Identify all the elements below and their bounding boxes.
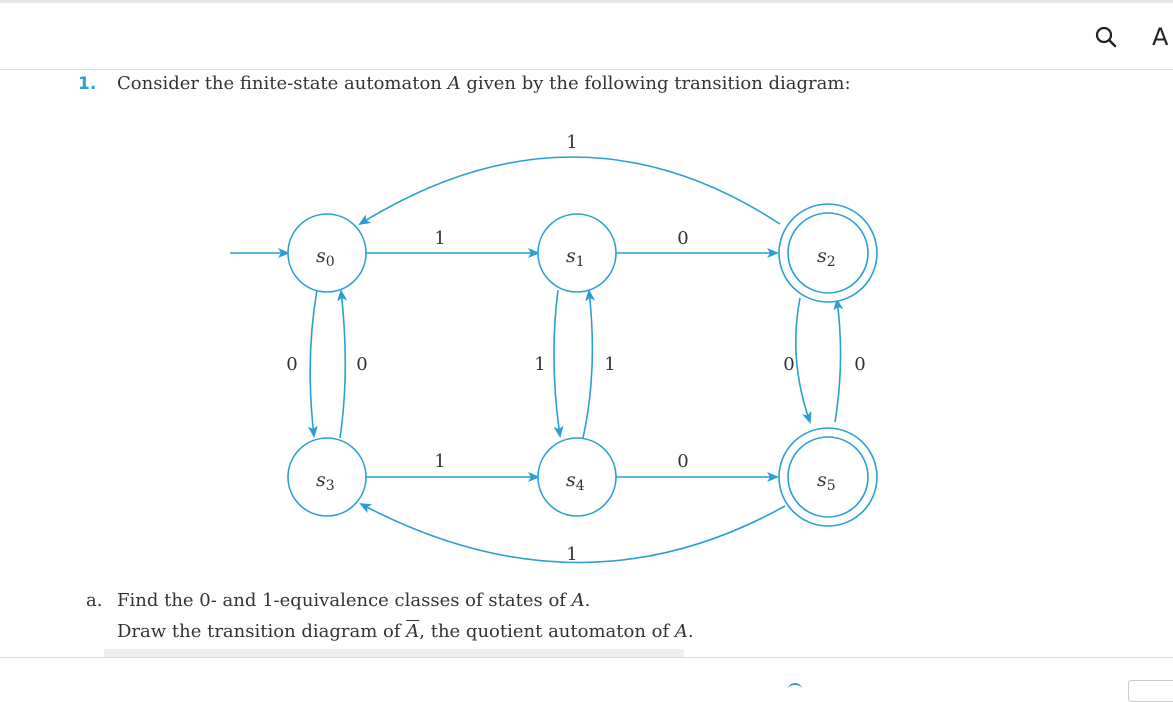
label-bottom-arc: 1 (566, 544, 577, 565)
top-bar: A (0, 0, 1173, 70)
partial-icon (788, 683, 802, 695)
edge-s0-s3 (307, 289, 318, 438)
part-b-text-part: Draw the transition diagram of (117, 621, 407, 642)
question-text-part: given by the following transition diagra… (460, 73, 851, 94)
state-label-s1: s1 (566, 245, 585, 270)
label-s2-s5-left: 0 (783, 354, 794, 375)
state-label-s4: s4 (566, 469, 585, 494)
label-s0-s3-right: 0 (356, 354, 367, 375)
question-text: Consider the finite-state automaton A gi… (117, 73, 851, 94)
automaton-name: A (571, 590, 585, 611)
label-s1-s2: 0 (677, 228, 688, 249)
transition-diagram: s0 s1 s2 s3 s4 s5 1 1 0 1 0 1 0 0 1 1 0 … (230, 132, 878, 565)
part-b-text-part: . (687, 621, 694, 642)
state-label-s0: s0 (316, 245, 335, 270)
edge-s5-s2 (833, 298, 844, 423)
edge-s2-s5 (794, 297, 812, 424)
state-s3 (287, 437, 367, 517)
divider (0, 657, 1173, 658)
part-a-text-part: . (584, 590, 591, 611)
state-label-s3: s3 (316, 469, 335, 494)
state-s1 (537, 213, 617, 293)
part-b-text: Draw the transition diagram of A, the qu… (117, 621, 694, 642)
question-number: 1. (78, 74, 97, 94)
label-s0-s1: 1 (434, 228, 445, 249)
state-s2-inner (787, 212, 869, 294)
label-s0-s3-left: 0 (286, 354, 297, 375)
quotient-automaton-name: A (406, 621, 420, 642)
edge-s4-s1 (582, 289, 596, 439)
partial-widget[interactable] (1128, 680, 1173, 702)
automaton-name: A (447, 73, 461, 94)
edge-s3-s0 (337, 289, 348, 439)
label-s3-s4: 1 (434, 451, 445, 472)
edge-s2-s0-arc (358, 156, 781, 226)
part-b-text-part: , the quotient automaton of (419, 621, 675, 642)
label-top-arc: 1 (566, 132, 577, 153)
automaton-name: A (674, 621, 688, 642)
state-s5-inner (787, 436, 869, 518)
state-s4 (537, 437, 617, 517)
part-a-label: a. (86, 590, 103, 611)
label-s1-s4-right: 1 (604, 354, 615, 375)
label-s1-s4-left: 1 (534, 354, 545, 375)
state-label-s5: s5 (817, 469, 836, 494)
part-a-text: Find the 0- and 1-equivalence classes of… (117, 590, 590, 611)
question-text-part: Consider the finite-state automaton (117, 73, 448, 94)
account-initial[interactable]: A (1152, 23, 1169, 51)
label-s4-s5: 0 (677, 451, 688, 472)
search-icon[interactable] (1094, 25, 1118, 49)
state-label-s2: s2 (817, 245, 836, 270)
edge-s5-s3-arc (359, 503, 786, 564)
edge-s1-s4 (553, 289, 564, 438)
scroll-region (104, 649, 684, 657)
state-s0 (287, 213, 367, 293)
label-s2-s5-right: 0 (854, 354, 865, 375)
part-a-text-part: Find the 0- and 1-equivalence classes of… (117, 590, 572, 611)
